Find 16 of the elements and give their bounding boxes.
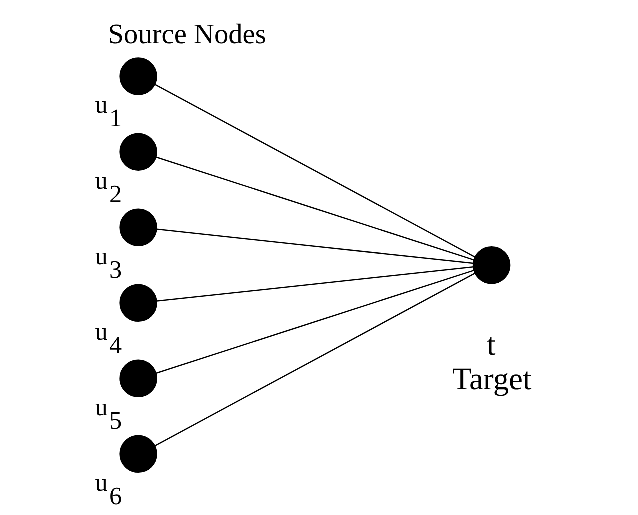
node-circle xyxy=(119,284,157,322)
node-label: Target xyxy=(452,362,532,397)
connector xyxy=(155,156,474,261)
node-circle xyxy=(119,133,157,171)
node-circle xyxy=(472,246,510,284)
connector xyxy=(154,272,476,447)
node-circle xyxy=(119,208,157,246)
node-circle xyxy=(119,58,157,96)
connector xyxy=(154,84,476,258)
node-label: t xyxy=(486,327,496,362)
diagram-title: Source Nodes xyxy=(108,19,266,50)
connector xyxy=(156,266,474,302)
connector xyxy=(155,270,474,374)
node-circle xyxy=(119,360,157,398)
connector xyxy=(156,228,474,264)
node-circle xyxy=(119,435,157,474)
